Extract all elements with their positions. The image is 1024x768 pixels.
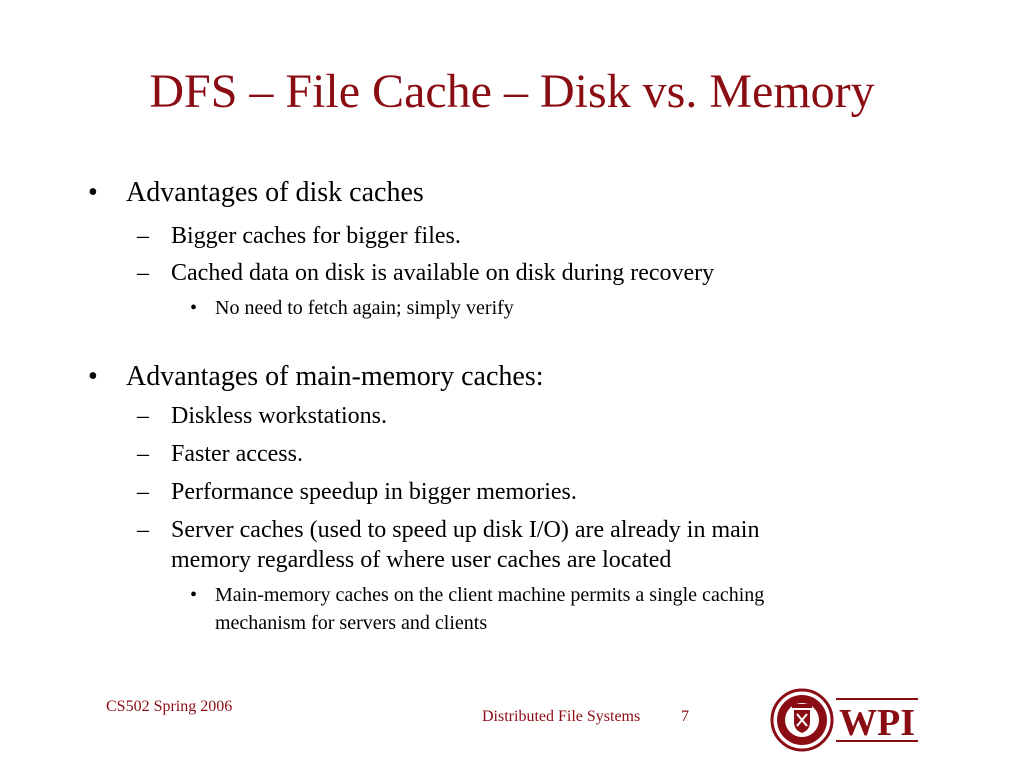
bullet-disk-caches: Advantages of disk caches: [126, 177, 424, 208]
slide-title: DFS – File Cache – Disk vs. Memory: [149, 65, 875, 118]
sub-bullet-bigger-caches: Bigger caches for bigger files.: [171, 223, 461, 249]
wpi-wordmark: WPI: [839, 702, 915, 744]
footer-topic: Distributed File Systems: [482, 708, 641, 725]
bullet-marker: •: [88, 177, 98, 208]
dash-marker: –: [137, 517, 149, 543]
sub-sub-bullet-client-machine-cont: mechanism for servers and clients: [215, 612, 488, 634]
wpi-logo: WPI: [770, 688, 918, 752]
bullet-marker: •: [190, 297, 198, 319]
sub-bullet-cached-data-recovery: Cached data on disk is available on disk…: [171, 260, 715, 286]
dash-marker: –: [137, 260, 149, 286]
sub-sub-bullet-no-need-fetch: No need to fetch again; simply verify: [215, 297, 514, 319]
footer-page-number: 7: [681, 708, 689, 725]
sub-bullet-performance-speedup: Performance speedup in bigger memories.: [171, 479, 577, 505]
bullet-marker: •: [190, 584, 198, 606]
sub-bullet-faster-access: Faster access.: [171, 441, 303, 467]
sub-bullet-server-caches-cont: memory regardless of where user caches a…: [171, 547, 672, 573]
bullet-marker: •: [88, 361, 98, 392]
dash-marker: –: [137, 479, 149, 505]
bullet-main-memory-caches: Advantages of main-memory caches:: [126, 361, 544, 392]
sub-bullet-diskless: Diskless workstations.: [171, 403, 387, 429]
sub-sub-bullet-client-machine: Main-memory caches on the client machine…: [215, 584, 765, 606]
wpi-seal-icon: [770, 688, 834, 752]
dash-marker: –: [137, 403, 149, 429]
footer-course: CS502 Spring 2006: [106, 698, 233, 715]
dash-marker: –: [137, 223, 149, 249]
dash-marker: –: [137, 441, 149, 467]
sub-bullet-server-caches: Server caches (used to speed up disk I/O…: [171, 517, 760, 543]
